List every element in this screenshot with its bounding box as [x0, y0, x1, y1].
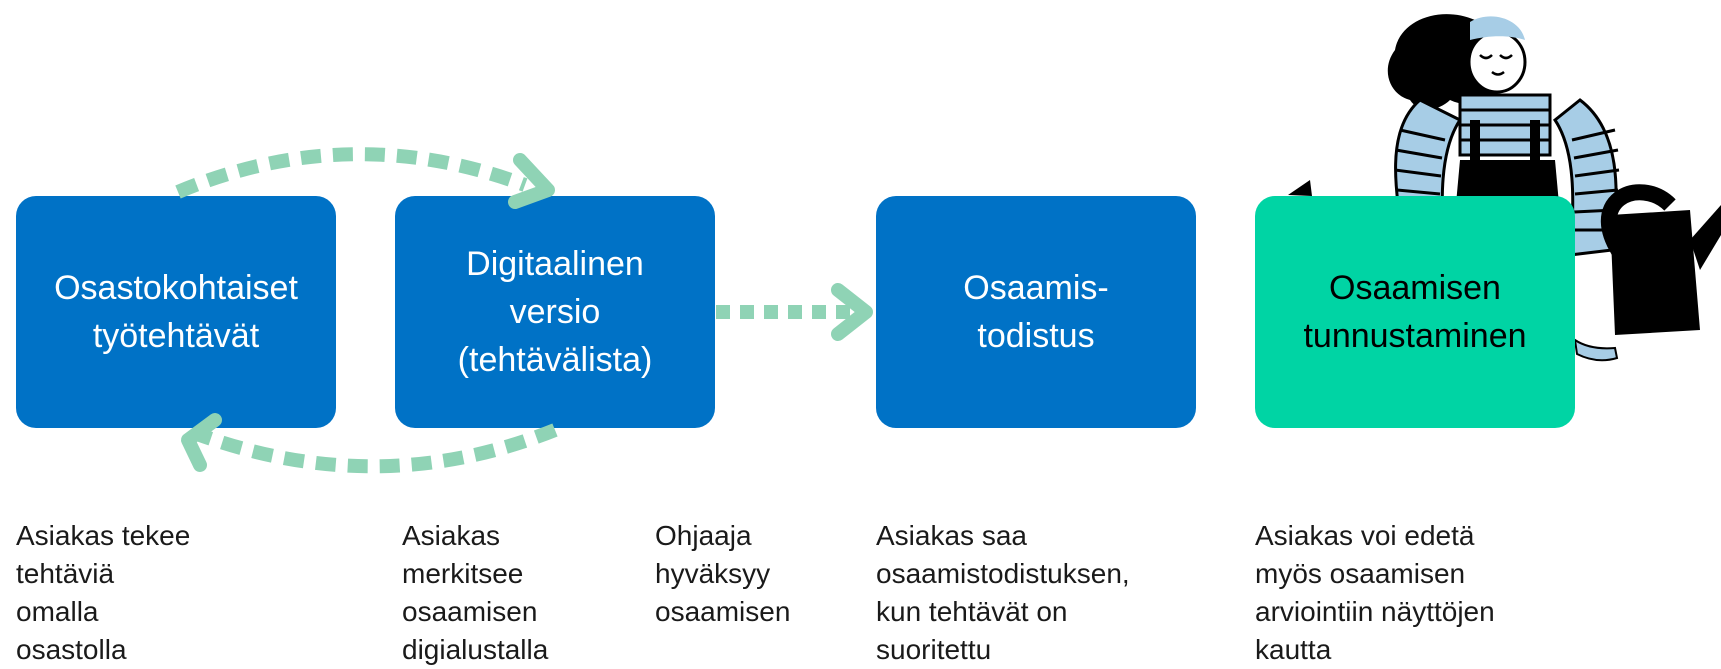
description-approval: Ohjaaja hyväksyy osaamisen [655, 520, 791, 627]
step-box-osaamistodistus: Osaamis- todistus [876, 196, 1196, 428]
step-box-label: Osastokohtaiset työtehtävät [54, 269, 298, 355]
description-step-3: Asiakas saa osaamistodistuksen, kun teht… [876, 520, 1130, 665]
cycle-arrow-backward [197, 423, 558, 474]
cycle-arrow-forward [175, 147, 528, 199]
description-step-4: Asiakas voi edetä myös osaamisen arvioin… [1255, 520, 1495, 665]
description-step-2: Asiakas merkitsee osaamisen digialustall… [402, 520, 549, 665]
step-box-label: Osaamis- todistus [963, 269, 1109, 355]
arrow-head-icon [181, 413, 222, 472]
arrow-head-icon [831, 283, 873, 341]
description-step-1: Asiakas tekee tehtäviä omalla osastolla [16, 520, 191, 665]
step-box-osaamisen-tunnustaminen: Osaamisen tunnustaminen [1255, 196, 1575, 428]
arrow-head-icon [508, 153, 555, 209]
step-box-label: Osaamisen tunnustaminen [1303, 269, 1527, 355]
step-box-osastokohtaiset: Osastokohtaiset työtehtävät [16, 196, 336, 428]
step-box-label: Digitaalinen versio (tehtävälista) [457, 245, 653, 379]
step-box-digitaalinen-versio: Digitaalinen versio (tehtävälista) [395, 196, 715, 428]
